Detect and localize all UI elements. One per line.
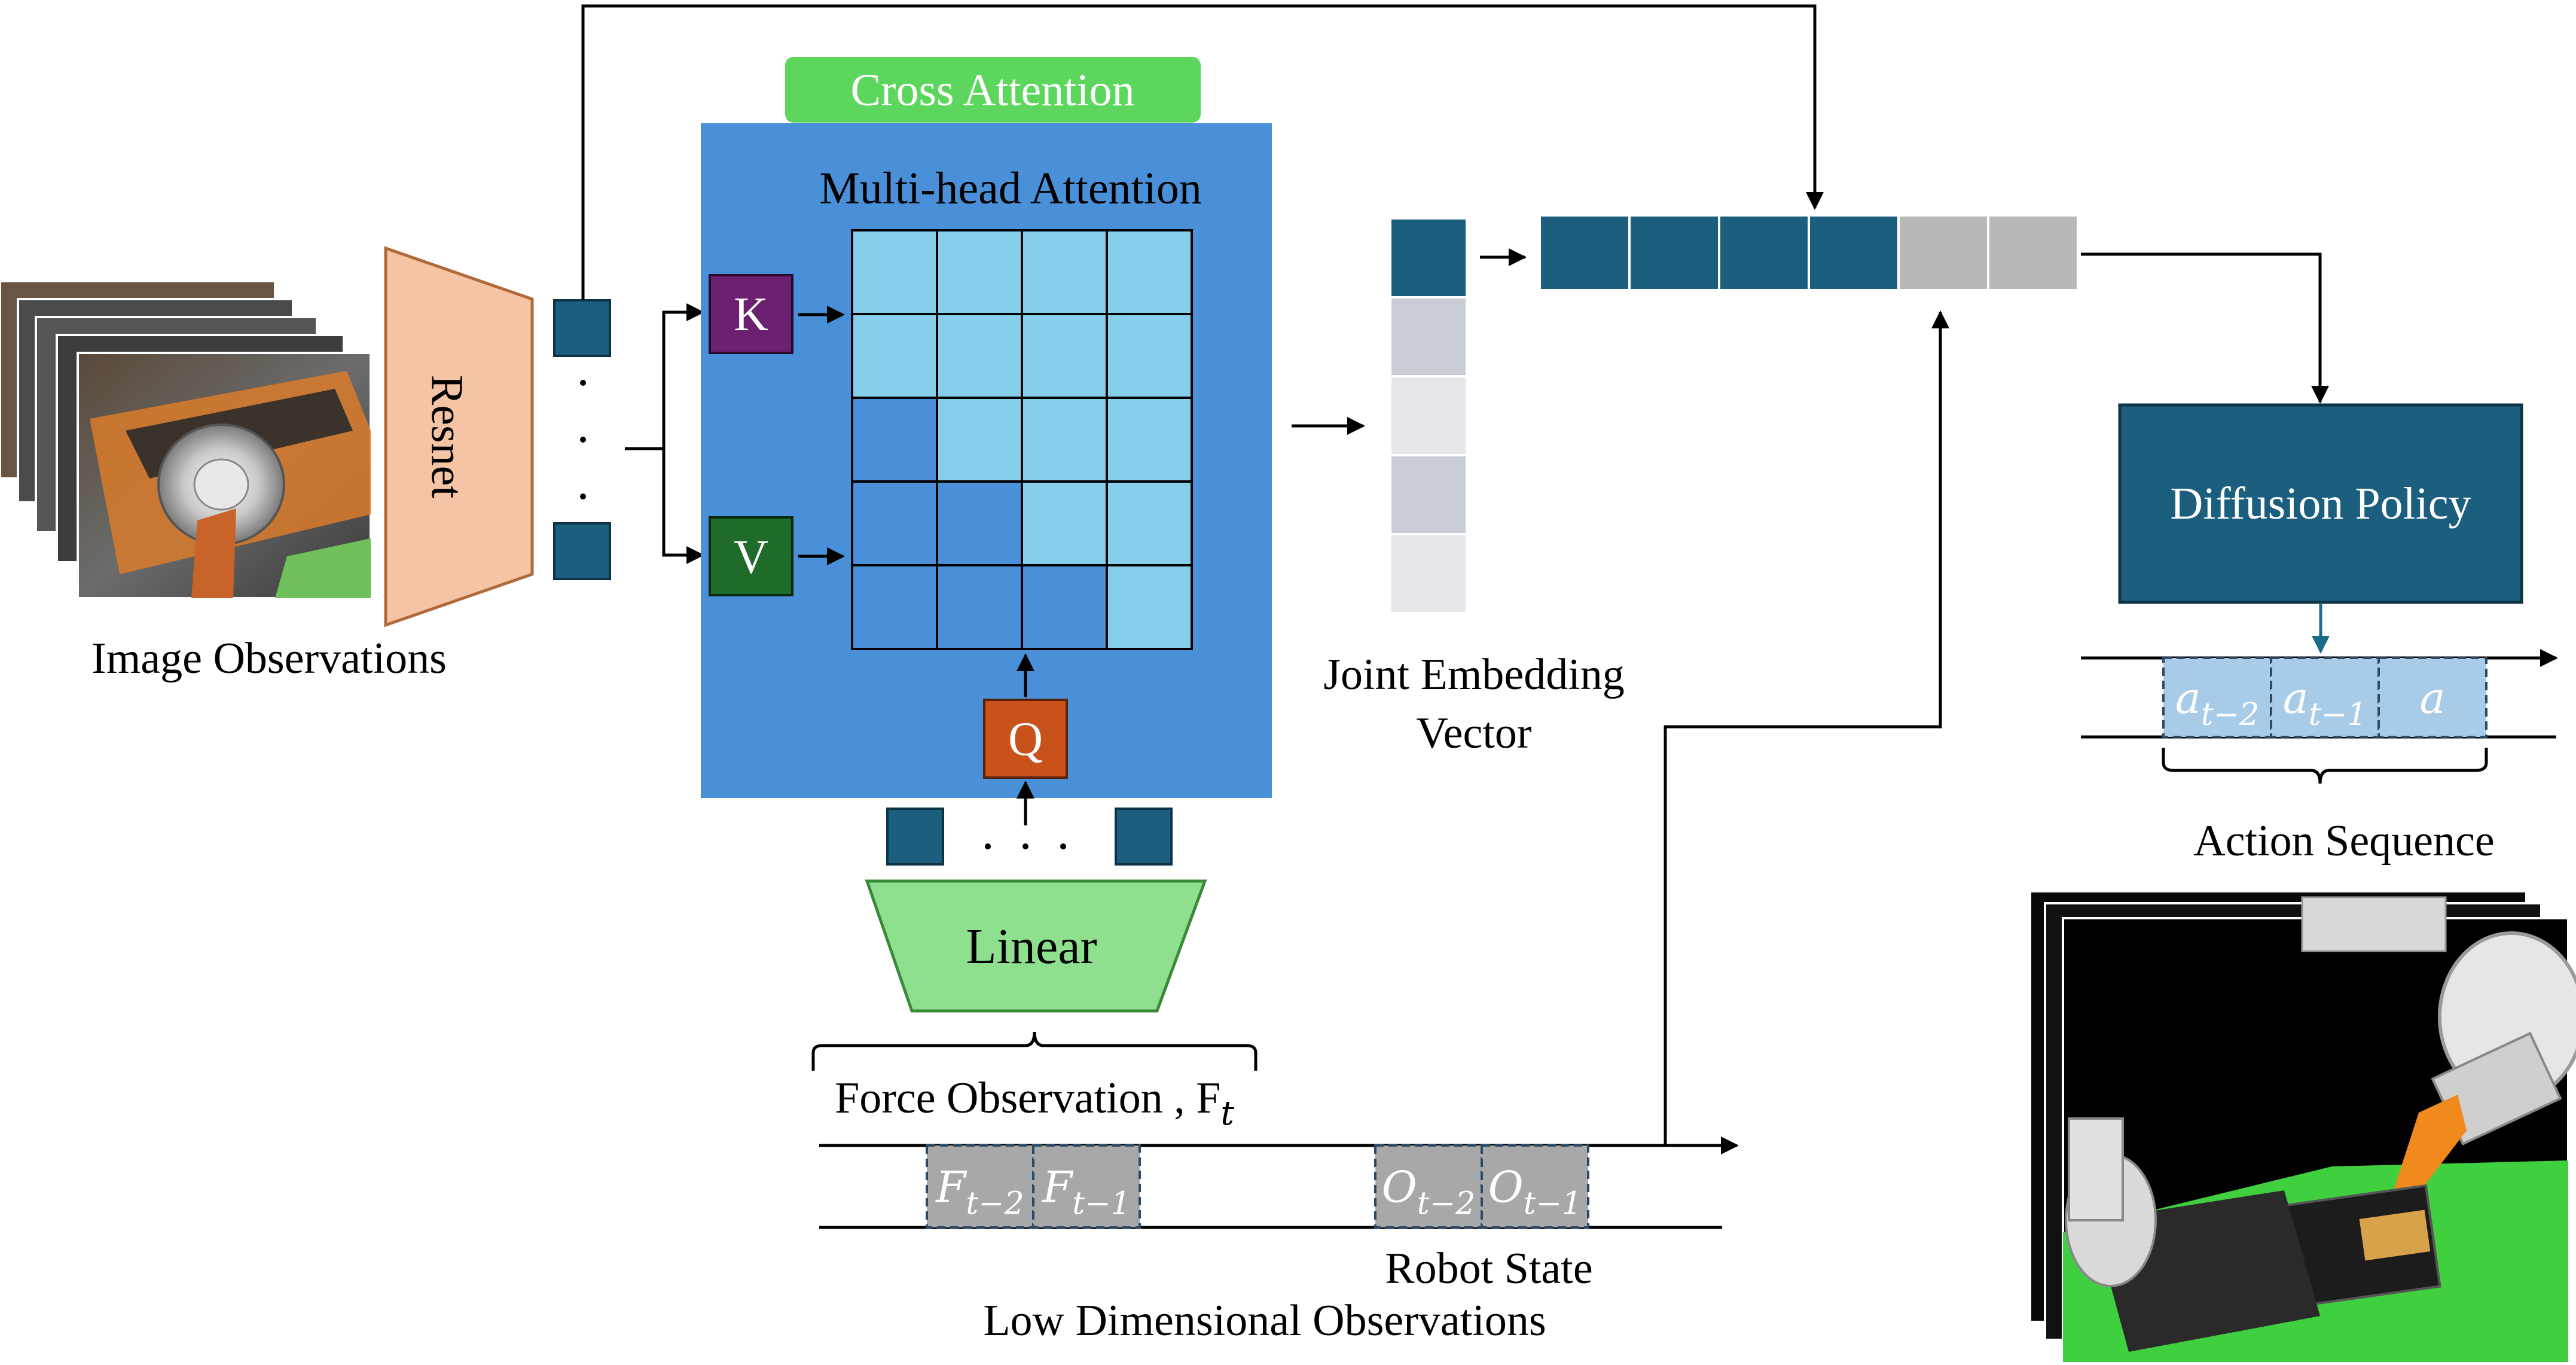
action-cell	[2162, 657, 2272, 738]
attention-cell	[1021, 397, 1108, 483]
force-timeline-cell	[1032, 1144, 1141, 1229]
attention-matrix	[851, 229, 1193, 650]
attention-cell	[851, 313, 938, 399]
attention-cell	[936, 229, 1023, 315]
attention-cell	[1021, 313, 1108, 399]
attention-cell	[851, 564, 938, 650]
cross-attention-header	[785, 57, 1201, 123]
force-timeline-label: Ft−2	[935, 1162, 1024, 1222]
resnet-block	[384, 246, 534, 627]
concat-vector-cell	[1628, 214, 1720, 291]
key-box	[709, 274, 793, 354]
resnet-label: Resnet	[422, 375, 472, 499]
attention-cell	[936, 397, 1023, 483]
concatenated-vector	[1539, 214, 2079, 291]
linear-token-right	[1115, 808, 1173, 866]
resnet-token-top	[553, 299, 611, 357]
force-timeline-label: Ft−1	[1041, 1162, 1131, 1222]
attention-cell	[851, 480, 938, 566]
attention-cell	[1021, 480, 1108, 566]
linear-token-left	[886, 808, 944, 866]
force-timeline-cell	[926, 1144, 1034, 1229]
action-sequence-cells: at−2 at−1 a	[2162, 657, 2488, 738]
query-box	[983, 699, 1068, 779]
image-observations-stack	[0, 280, 372, 599]
attention-cell	[936, 480, 1023, 566]
value-label: V	[734, 531, 768, 584]
value-box	[709, 516, 793, 596]
attention-cell	[1106, 229, 1193, 315]
diffusion-policy-label: Diffusion Policy	[2170, 479, 2471, 529]
image-observations-label: Image Observations	[91, 634, 447, 683]
key-label: K	[734, 288, 768, 341]
cross-attention-label: Cross Attention	[850, 65, 1134, 115]
attention-cell	[936, 564, 1023, 650]
linear-label: Linear	[966, 919, 1097, 974]
resnet-token-ellipsis	[580, 380, 586, 499]
concat-vector-cell	[1987, 214, 2079, 291]
attention-cell	[851, 397, 938, 483]
robot-state-label: Robot State	[1385, 1244, 1592, 1293]
attention-cell	[1106, 313, 1193, 399]
joint-embedding-cell	[1389, 217, 1468, 298]
robot-state-timeline-label: Ot−2	[1382, 1162, 1476, 1222]
concat-vector-cell	[1808, 214, 1900, 291]
concat-vector-cell	[1539, 214, 1631, 291]
force-timeline-cells: Ft−2 Ft−1	[926, 1144, 1141, 1229]
action-label: a	[2420, 673, 2446, 723]
joint-embedding-label-line2: Vector	[1416, 709, 1531, 758]
joint-embedding-vector	[1389, 217, 1468, 614]
action-label: at−1	[2283, 673, 2367, 733]
concat-to-diffusion-arrow	[2081, 252, 2329, 404]
attention-cell	[1106, 564, 1193, 650]
action-cell	[2270, 657, 2380, 738]
joint-embedding-cell	[1389, 375, 1468, 456]
force-observation-label: Force Observation , Ft	[835, 1074, 1234, 1133]
joint-embedding-label-line1: Joint Embedding	[1323, 650, 1625, 699]
resnet-token-bottom	[553, 522, 611, 580]
concat-vector-cell	[1897, 214, 1989, 291]
attention-cell	[936, 313, 1023, 399]
action-label: at−2	[2175, 673, 2260, 733]
robot-state-timeline-cell	[1481, 1144, 1589, 1229]
linear-token-ellipsis	[985, 843, 1066, 849]
attention-cell	[1106, 397, 1193, 483]
robot-state-to-concat-arrow	[1664, 310, 1949, 1145]
attention-cell	[1021, 229, 1108, 315]
to-key-arrow	[662, 303, 704, 449]
to-value-arrow	[662, 449, 704, 564]
joint-embedding-cell	[1389, 296, 1468, 377]
concat-vector-cell	[1718, 214, 1810, 291]
low-dim-observations-label: Low Dimensional Observations	[983, 1296, 1546, 1345]
skip-connection-arrow	[581, 4, 1824, 300]
robot-state-timeline-cell	[1374, 1144, 1483, 1229]
attention-cell	[1106, 480, 1193, 566]
query-label: Q	[1008, 713, 1043, 766]
attention-cell	[851, 229, 938, 315]
action-cell	[2377, 657, 2488, 738]
action-sequence-brace	[2162, 748, 2488, 784]
linear-block	[865, 879, 1207, 1013]
attention-cell	[1021, 564, 1108, 650]
joint-embedding-cell	[1389, 533, 1468, 614]
joint-embedding-cell	[1389, 454, 1468, 535]
force-observation-brace	[811, 1031, 1258, 1071]
robot-photo-stack	[2029, 890, 2576, 1363]
diffusion-policy-block	[2118, 403, 2523, 604]
robot-state-timeline-label: Ot−1	[1488, 1162, 1582, 1222]
action-sequence-label: Action Sequence	[2193, 816, 2494, 866]
multi-head-attention-label: Multi-head Attention	[819, 163, 1202, 214]
